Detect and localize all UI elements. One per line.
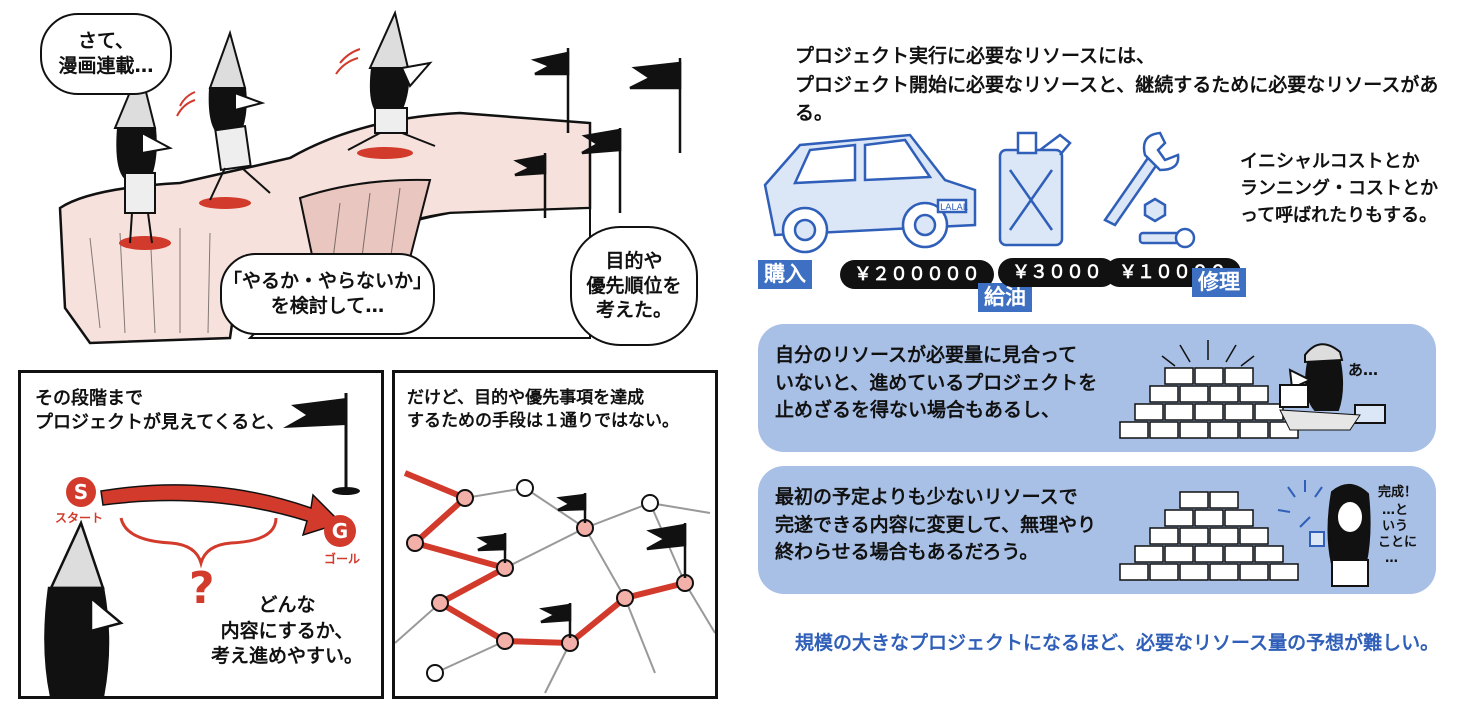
tag-repair: 修理 bbox=[1192, 268, 1246, 298]
panel-start-goal-caption: その段階まで プロジェクトが見えてくると、 bbox=[35, 388, 285, 434]
car-plate: LALAL bbox=[940, 203, 968, 213]
tag-fuel: 給油 bbox=[978, 283, 1032, 313]
speech-bubble-goals: 目的や 優先順位を 考えた。 bbox=[570, 226, 698, 346]
start-marker: S bbox=[66, 477, 96, 507]
speech-bubble-consider: 「やるか・やらないか」 を検討して… bbox=[220, 253, 435, 335]
figure-speech: 完成！ …と いう ことに … bbox=[1378, 484, 1422, 566]
footer-note: 規模の大きなプロジェクトになるほど、必要なリソース量の予想が難しい。 bbox=[795, 632, 1440, 654]
resource-intro-text: プロジェクト実行に必要なリソースには、 プロジェクト開始に必要なリソースと、継続… bbox=[795, 45, 1439, 124]
goal-marker: G bbox=[324, 515, 356, 547]
start-label: スタート bbox=[55, 511, 104, 525]
reduced-scope-text: 最初の予定よりも少ないリソースで 完遂できる内容に変更して、無理やり 終わらせる… bbox=[775, 486, 1097, 564]
goal-label: ゴール bbox=[324, 552, 361, 566]
top-scene: さて、 漫画連載… 「やるか・やらないか」 を検討して… 目的や 優先順位を 考… bbox=[30, 8, 720, 353]
panel-start-goal: その段階まで プロジェクトが見えてくると、 S スタート G ゴール ? どんな… bbox=[18, 370, 384, 699]
tag-purchase: 購入 bbox=[758, 260, 812, 290]
panel-start-goal-bottom-text: どんな 内容にするか、 考え進めやすい。 bbox=[211, 594, 364, 668]
resource-shortage-text: 自分のリソースが必要量に見合って いないと、進めているプロジェクトを 止めざるを… bbox=[775, 344, 1098, 422]
question-mark: ? bbox=[189, 563, 215, 614]
worker-speech: あ… bbox=[1348, 361, 1378, 379]
panel-network-caption: だけど、目的や優先事項を達成 するための手段は１通りではない。 bbox=[407, 388, 679, 431]
start-letter: S bbox=[73, 480, 89, 504]
reduced-scope-box bbox=[758, 466, 1436, 594]
cost-side-note: イニシャルコストとか ランニング・コストとか って呼ばれたりもする。 bbox=[1240, 151, 1438, 226]
goal-letter: G bbox=[331, 519, 349, 543]
panel-network: だけど、目的や優先事項を達成 するための手段は１通りではない。 bbox=[392, 370, 718, 699]
start-goal-arrow-illustration bbox=[44, 393, 360, 696]
resources-illustration: LALAL bbox=[763, 131, 1196, 254]
price-car: ￥２０００００ bbox=[840, 260, 994, 290]
small-pyramid-illustration: 完成！ …と いう ことに … bbox=[1119, 480, 1422, 587]
path-network-illustration bbox=[395, 470, 715, 694]
incomplete-pyramid-illustration: あ… bbox=[1119, 340, 1386, 439]
speech-bubble-start: さて、 漫画連載… bbox=[40, 13, 172, 95]
price-fuel: ￥３０００ bbox=[998, 258, 1116, 288]
